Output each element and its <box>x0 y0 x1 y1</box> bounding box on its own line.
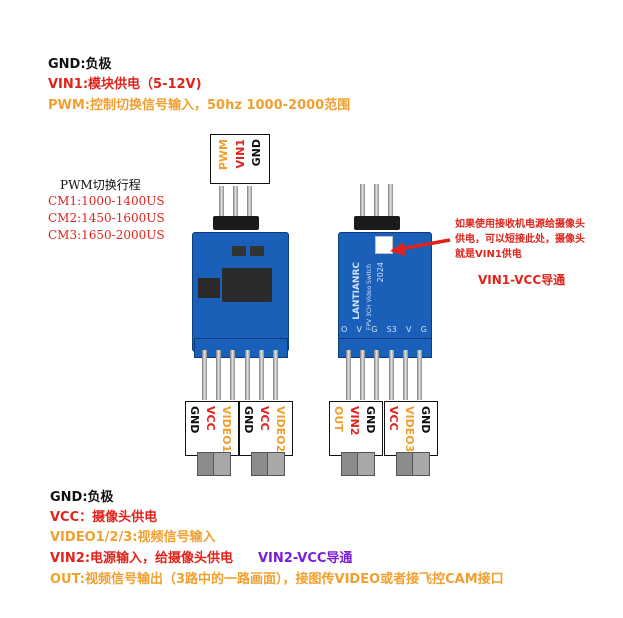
annotation-line2: 供电，可以短接此处，摄像头 <box>455 234 585 245</box>
pad-label: G <box>420 325 427 334</box>
conn-video1: VIDEO1 <box>220 406 233 453</box>
pad-label: G <box>371 325 378 334</box>
pad-label: V <box>406 325 412 334</box>
vin1-vcc-label: VIN1-VCC导通 <box>478 273 566 287</box>
header-pwm-label: PWM <box>217 139 230 171</box>
pwm-range-cm3: CM3:1650-2000US <box>48 228 165 242</box>
arrow-icon <box>390 238 451 256</box>
board-brand: LANTIANRC <box>352 262 362 320</box>
board-model: FPV 3CH Video Switch <box>366 264 373 331</box>
top-header-label-box: GND VIN1 PWM <box>210 134 270 184</box>
header-vin1-label: VIN1 <box>234 139 247 169</box>
pad-label: V <box>356 325 362 334</box>
conn-vcc: VCC <box>204 406 217 431</box>
connector-cap <box>357 452 375 476</box>
board-pad-labels: O V G S3 V G <box>341 325 427 334</box>
pwm-range-cm1: CM1:1000-1400US <box>48 194 165 208</box>
legend-vin1: VIN1:模块供电（5-12V) <box>48 77 202 92</box>
legend-vin2: VIN2:电源输入，给摄像头供电 <box>50 551 234 566</box>
conn-vcc: VCC <box>258 406 271 431</box>
conn-vin2: VIN2 <box>348 406 361 436</box>
conn-gnd: GND <box>364 406 377 434</box>
pad-label: O <box>341 325 348 334</box>
connector-group-video2: GND VCC VIDEO2 <box>239 401 293 456</box>
connector-cap <box>213 452 231 476</box>
connector-group-out: OUT VIN2 GND <box>329 401 383 456</box>
conn-out: OUT <box>332 406 345 432</box>
pwm-range-cm2: CM2:1450-1600US <box>48 211 165 225</box>
header-gnd-label: GND <box>250 139 263 167</box>
legend-vin2-vcc: VIN2-VCC导通 <box>258 551 353 566</box>
connector-group-video3: VCC VIDEO3 GND <box>384 401 438 456</box>
conn-gnd: GND <box>419 406 432 434</box>
connector-cap <box>412 452 430 476</box>
legend-pwm: PWM:控制切换信号输入，50hz 1000-2000范围 <box>48 98 351 113</box>
pwm-range-title: PWM切换行程 <box>60 178 141 192</box>
legend-gnd: GND:负极 <box>48 57 112 72</box>
conn-gnd: GND <box>188 406 201 434</box>
legend-gnd-bottom: GND:负极 <box>50 490 114 505</box>
annotation-line1: 如果使用接收机电源给摄像头 <box>455 219 585 230</box>
connector-cap <box>267 452 285 476</box>
legend-video: VIDEO1/2/3:视频信号输入 <box>50 530 216 545</box>
annotation-line3: 就是VIN1供电 <box>455 249 522 260</box>
conn-video2: VIDEO2 <box>274 406 287 453</box>
conn-gnd: GND <box>242 406 255 434</box>
legend-vcc: VCC：摄像头供电 <box>50 510 158 525</box>
conn-vcc: VCC <box>387 406 400 431</box>
connector-group-video1: GND VCC VIDEO1 <box>185 401 239 456</box>
legend-out: OUT:视频信号输出（3路中的一路画面），接图传VIDEO或者接飞控CAM接口 <box>50 572 504 587</box>
pad-label: S3 <box>386 325 397 334</box>
conn-video3: VIDEO3 <box>403 406 416 453</box>
board-year: 2024 <box>376 262 385 283</box>
